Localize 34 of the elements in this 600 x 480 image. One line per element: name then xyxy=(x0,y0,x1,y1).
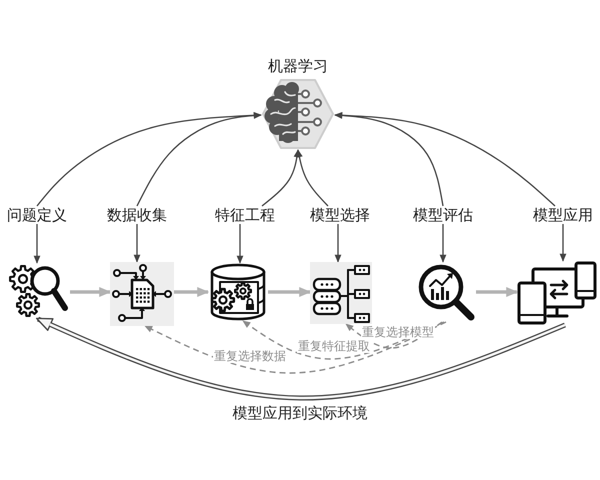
edge-label: 重复特征提取 xyxy=(297,339,371,353)
devices-icon xyxy=(517,261,597,325)
curved-arrow xyxy=(296,149,328,206)
arrow xyxy=(70,286,112,298)
edge-label: 重复选择数据 xyxy=(213,349,287,363)
arrow xyxy=(268,286,312,298)
edge-label: 重复选择模型 xyxy=(361,325,435,339)
gears-magnifier-icon xyxy=(8,263,70,319)
node-heading: 机器学习 xyxy=(268,57,328,75)
database-gears-icon xyxy=(208,263,268,321)
document-network-icon xyxy=(110,262,174,326)
step-label: 模型评估 xyxy=(413,206,473,224)
curved-arrow xyxy=(136,112,262,206)
arrow xyxy=(174,286,210,298)
arrow xyxy=(476,286,518,298)
database-tree-icon xyxy=(310,262,372,324)
step-label: 模型应用 xyxy=(533,206,593,224)
dashed-arrow xyxy=(242,320,444,360)
arrow xyxy=(34,224,40,264)
curved-arrow xyxy=(262,149,300,206)
step-label: 问题定义 xyxy=(7,206,67,224)
step-label: 模型选择 xyxy=(310,206,370,224)
step-label: 特征工程 xyxy=(215,206,275,224)
arrow xyxy=(560,224,566,262)
curved-arrow xyxy=(36,316,566,400)
curved-arrow xyxy=(334,112,556,206)
arrow xyxy=(236,224,244,264)
arrow xyxy=(334,224,342,263)
dashed-arrow xyxy=(144,321,446,374)
arrow xyxy=(440,224,446,263)
edge-label: 模型应用到实际环境 xyxy=(232,404,368,422)
step-label: 数据收集 xyxy=(107,206,167,224)
arrow xyxy=(134,224,140,263)
magnifier-chart-icon xyxy=(416,262,476,322)
